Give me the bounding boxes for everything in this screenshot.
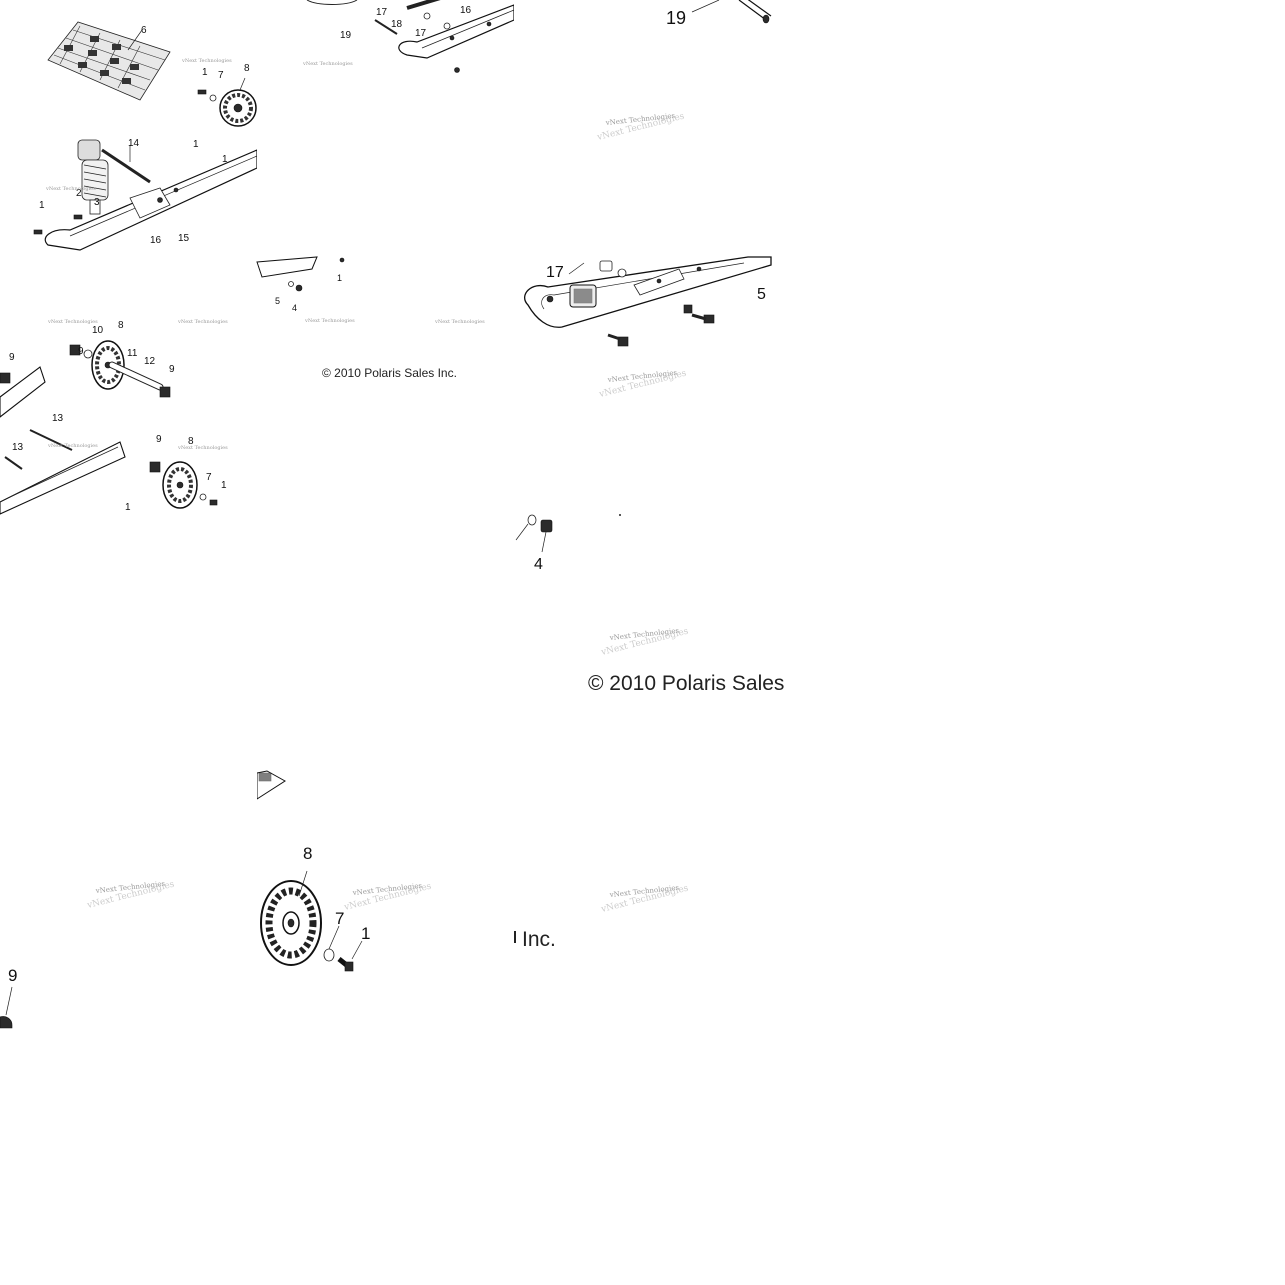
callout-1: 1 — [337, 273, 342, 283]
diagram-tile-lower-right: 4 vNext Technologies vNext Technologies … — [514, 514, 784, 771]
diagram-tile-middle-right: 17 5 vNext Technologies vNext Technologi… — [514, 256, 772, 514]
callout-17: 17 — [376, 7, 388, 18]
callout-1-d: 1 — [39, 200, 45, 211]
callout-14: 14 — [128, 138, 140, 149]
callout-17-b: 17 — [415, 28, 427, 39]
idler-wheel-part — [260, 880, 322, 966]
diagram-tile-center: 5 4 1 vNext Technologies vNext Technolog… — [256, 256, 514, 514]
callout-13-b: 13 — [12, 442, 24, 453]
callout-6: 6 — [141, 25, 147, 36]
diagram-tile-top-middle: 17 18 16 19 17 vNext Technologies — [257, 0, 515, 257]
callout-9: 9 — [8, 966, 17, 985]
callout-7: 7 — [206, 472, 212, 483]
callout-1: 1 — [202, 67, 208, 78]
callout-16: 16 — [150, 235, 162, 246]
wheel-detail: 8 7 1 vNext Technologies vNext Technolog… — [256, 770, 433, 972]
watermark: vNext Technologies vNext Technologies — [342, 881, 433, 913]
callout-16: 16 — [460, 5, 472, 16]
callout-1: 1 — [361, 924, 370, 943]
copyright-tail: Inc. vNext Technologies vNext Technologi… — [514, 883, 690, 951]
rail-tip-detail: 17 5 vNext Technologies vNext Technologi… — [524, 256, 772, 400]
callout-3: 3 — [94, 197, 100, 208]
callout-1-b: 1 — [193, 139, 199, 150]
rail-rear-view: 17 18 16 19 17 vNext Technologies — [302, 0, 515, 73]
callout-11: 11 — [127, 348, 138, 359]
watermark: vNext Technologies — [177, 445, 228, 451]
callout-1-b: 1 — [125, 502, 131, 513]
callout-5: 5 — [757, 286, 766, 303]
slide-rail-part — [0, 366, 126, 515]
bracket-detail: vNext Technologies vNext Technologies 9 — [0, 879, 176, 1029]
callout-5: 5 — [275, 296, 280, 306]
watermark: vNext Technologies vNext Technologies — [599, 883, 690, 915]
watermark: vNext Technologies — [434, 319, 485, 325]
track-grid-part — [47, 21, 171, 101]
rail-tip-part — [524, 256, 772, 328]
suspension-exploded-view: 6 7 8 1 14 1 1 2 3 1 16 15 vNext Technol… — [33, 21, 258, 251]
callout-15: 15 — [178, 233, 190, 244]
watermark: vNext Technologies — [177, 319, 228, 325]
bolt-part — [197, 89, 217, 102]
diagram-tile-bottom-right: Inc. vNext Technologies vNext Technologi… — [514, 771, 771, 1028]
idler-wheel-part — [219, 89, 257, 127]
callout-2: 2 — [76, 188, 82, 199]
watermark: vNext Technologies vNext Technologies — [599, 626, 690, 658]
watermark: vNext Technologies — [181, 58, 232, 64]
callout-13: 13 — [52, 413, 64, 424]
callout-4: 4 — [292, 303, 297, 313]
copyright-notice: © 2010 Polaris Sales Inc. — [322, 366, 457, 380]
watermark: vNext Technologies — [47, 443, 98, 449]
callout-9-d: 9 — [156, 434, 162, 445]
rear-axle-detail: 19 vNext Technologies vNext Technologies — [595, 0, 772, 143]
idler-wheel-part — [91, 340, 125, 390]
callout-8: 8 — [244, 63, 250, 74]
diagram-tile-top-left: 6 7 8 1 14 1 1 2 3 1 16 15 vNext Technol… — [0, 0, 258, 257]
callout-8-b: 8 — [188, 436, 194, 447]
watermark: vNext Technologies vNext Technologies — [85, 879, 176, 911]
rail-front-detail: 5 4 1 vNext Technologies vNext Technolog… — [256, 256, 485, 380]
callout-8: 8 — [118, 320, 124, 331]
idler-wheel-part-lower — [162, 461, 198, 509]
watermark: vNext Technologies — [45, 186, 96, 192]
front-suspension-view: 9 10 8 11 12 9 9 13 13 9 8 7 1 1 vNext T… — [0, 319, 228, 515]
callout-9: 9 — [78, 346, 84, 357]
watermark: vNext Technologies — [302, 61, 353, 67]
watermark: vNext Technologies — [304, 318, 355, 324]
watermark: vNext Technologies — [47, 319, 98, 325]
callout-19: 19 — [666, 8, 686, 28]
callout-7: 7 — [335, 909, 344, 928]
diagram-tile-middle-left: 9 10 8 11 12 9 9 13 13 9 8 7 1 1 vNext T… — [0, 257, 257, 515]
callout-19: 19 — [340, 30, 352, 41]
watermark: vNext Technologies vNext Technologies — [595, 111, 686, 143]
callout-8: 8 — [303, 844, 312, 863]
copyright-notice-tail: Inc. — [522, 928, 556, 951]
diagram-tile-bottom-left: vNext Technologies vNext Technologies 9 — [0, 771, 257, 1029]
diagram-tile-bottom-middle: 8 7 1 vNext Technologies vNext Technolog… — [256, 770, 514, 1028]
axle-part — [406, 0, 451, 30]
callout-10: 10 — [92, 325, 104, 336]
copyright-notice-cropped: © 2010 Polaris Sales — [588, 672, 784, 695]
rail-part — [44, 149, 258, 251]
watermark: vNext Technologies vNext Technologies — [597, 368, 688, 400]
callout-9-c: 9 — [9, 352, 15, 363]
fastener-detail: 4 vNext Technologies vNext Technologies … — [515, 514, 784, 695]
callout-12: 12 — [144, 356, 156, 367]
callout-18: 18 — [391, 19, 403, 30]
diagram-tile-top-right: 19 vNext Technologies vNext Technologies — [514, 0, 772, 257]
callout-9-b: 9 — [169, 364, 175, 375]
callout-7: 7 — [218, 70, 224, 81]
callout-17: 17 — [546, 264, 564, 281]
shock-absorber-part — [77, 139, 109, 215]
callout-1: 1 — [221, 480, 227, 491]
callout-1-c: 1 — [222, 154, 228, 165]
callout-4: 4 — [534, 556, 543, 573]
